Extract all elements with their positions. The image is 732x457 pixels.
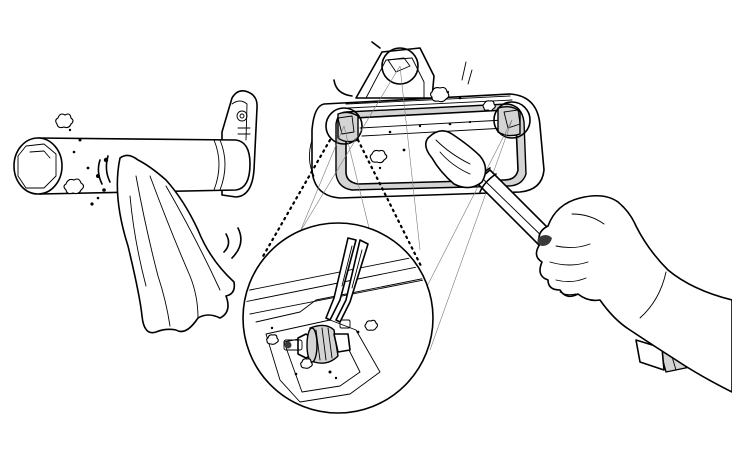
motion-lines — [97, 155, 242, 259]
brush-dust — [369, 86, 496, 170]
magnifier-connectors — [260, 65, 513, 351]
hand — [535, 194, 732, 393]
tube-dust — [55, 113, 109, 206]
magnifier-source-circles — [325, 47, 531, 145]
brush-head — [309, 41, 545, 199]
cleaning-cloth — [116, 154, 236, 334]
roller-detail-magnifier — [242, 222, 434, 414]
